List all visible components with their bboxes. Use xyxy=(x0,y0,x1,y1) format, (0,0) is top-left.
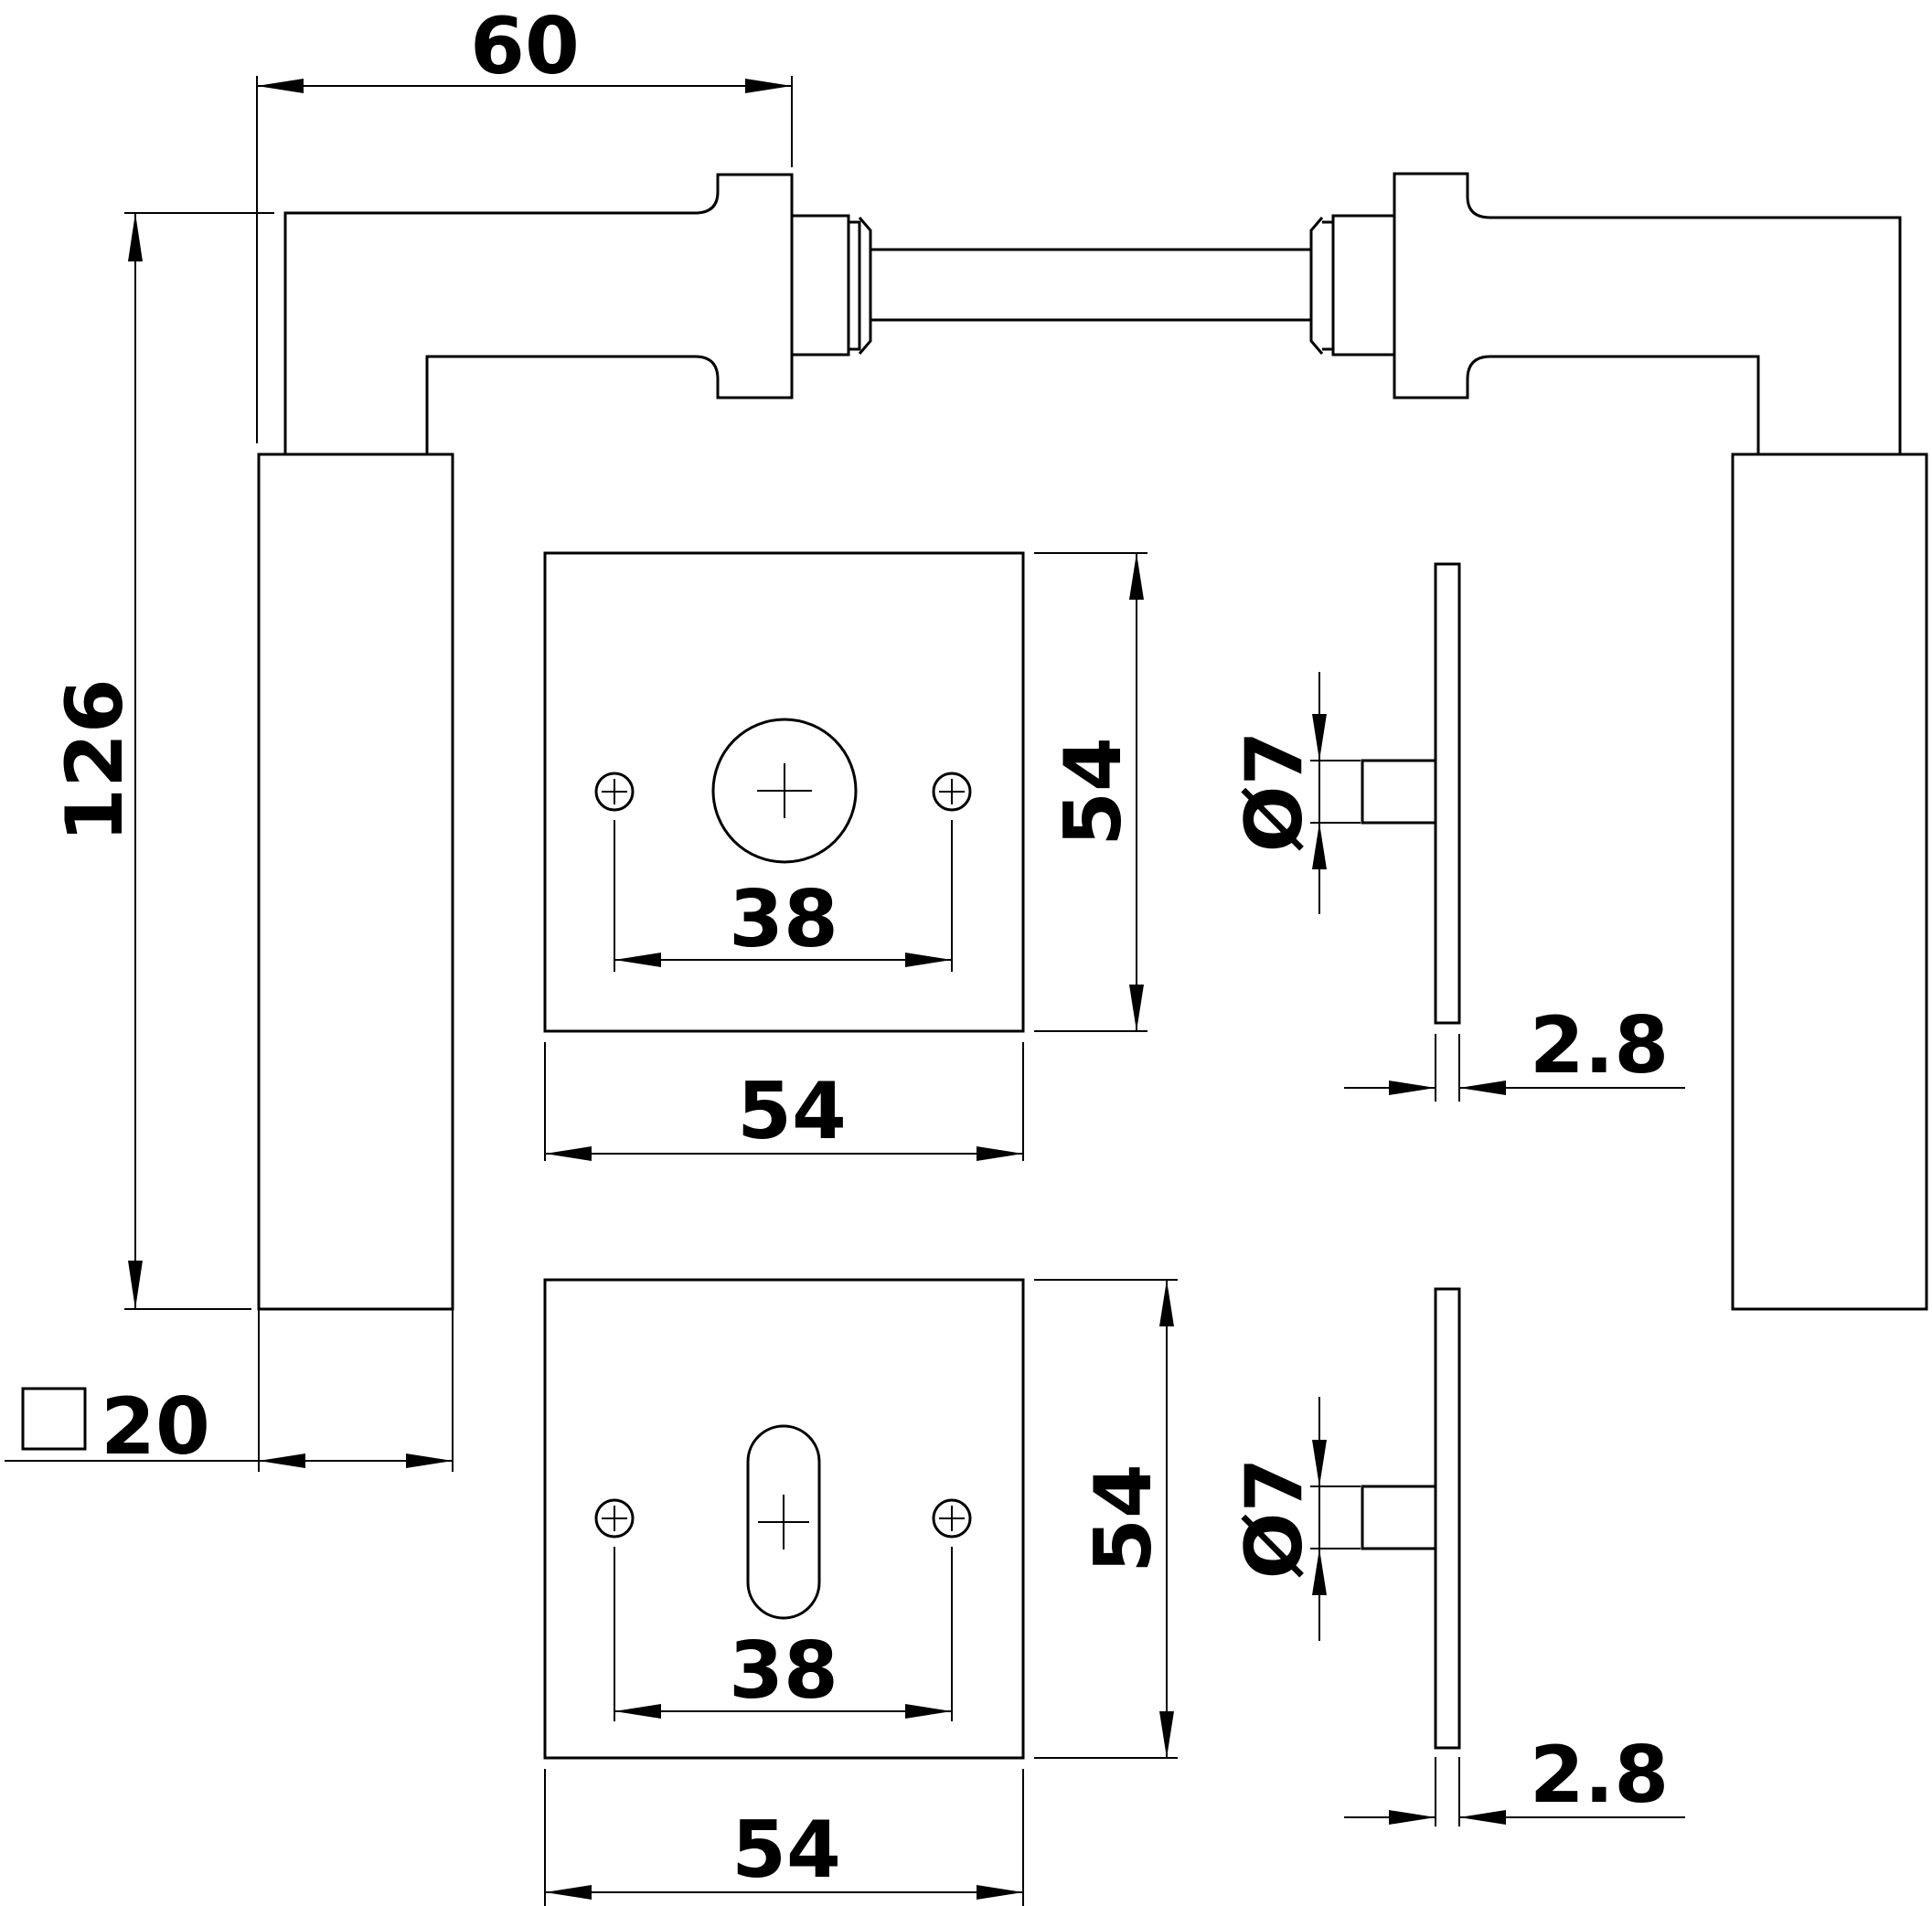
right-collar-ring xyxy=(1309,217,1335,355)
lever-handle-assembly xyxy=(257,172,1928,1311)
right-lever-arm xyxy=(1393,172,1902,454)
dimension-54-top-width-label: 54 xyxy=(737,1066,847,1157)
dimension-60-label: 60 xyxy=(470,1,580,92)
dimension-38-bottom: 38 xyxy=(614,1547,953,1721)
dimension-38-top-label: 38 xyxy=(729,874,838,965)
dimension-54-top-height: 54 xyxy=(1034,552,1147,1032)
rose-top-plate xyxy=(543,551,1025,1033)
rose-bottom-side-plate xyxy=(1434,1287,1461,1750)
screw-hole-right xyxy=(932,1498,972,1539)
rose-bottom-spindle-boss xyxy=(1361,1485,1437,1550)
dimension-126-label: 126 xyxy=(49,678,141,843)
rose-top-spindle-boss xyxy=(1361,759,1437,825)
dimension-38-bottom-label: 38 xyxy=(729,1625,838,1717)
rose-top-front-view xyxy=(543,551,1025,1033)
dimension-2-8-bottom-label: 2.8 xyxy=(1530,1730,1669,1821)
dimension-54-bottom-height-label: 54 xyxy=(1078,1464,1169,1573)
left-collar-ring xyxy=(849,217,872,355)
left-rose-collar xyxy=(790,214,850,357)
rose-top-side-view xyxy=(1361,562,1461,1025)
dimension-dia7-top: Ø7 xyxy=(1229,672,1361,914)
round-cylinder-hole xyxy=(711,718,858,864)
dimension-dia7-bottom: Ø7 xyxy=(1229,1397,1361,1641)
rose-bottom-front-view xyxy=(543,1278,1025,1760)
dimension-20: 20 xyxy=(5,1309,454,1473)
square-section-icon xyxy=(21,1387,87,1451)
left-lever-arm xyxy=(283,173,794,454)
dimension-2-8-top-label: 2.8 xyxy=(1530,1000,1669,1091)
oval-key-hole xyxy=(746,1424,821,1620)
dimension-54-top-width: 54 xyxy=(544,1042,1024,1161)
dimension-60: 60 xyxy=(256,1,793,443)
dimension-dia7-bottom-label: Ø7 xyxy=(1229,1458,1320,1580)
screw-hole-left xyxy=(594,1498,635,1539)
screw-hole-right xyxy=(932,772,972,812)
dimension-54-bottom-width-label: 54 xyxy=(731,1805,841,1896)
rose-bottom-plate xyxy=(543,1278,1025,1760)
dimension-20-label: 20 xyxy=(101,1381,210,1473)
dimension-38-top: 38 xyxy=(614,820,953,972)
dimension-2-8-top: 2.8 xyxy=(1344,1000,1685,1102)
dimension-54-bottom-width: 54 xyxy=(544,1769,1024,1906)
right-rose-collar xyxy=(1331,214,1396,357)
dimension-126: 126 xyxy=(49,212,274,1310)
dimension-54-bottom-height: 54 xyxy=(1034,1279,1178,1759)
dimension-dia7-top-label: Ø7 xyxy=(1229,731,1320,853)
rose-bottom-side-view xyxy=(1361,1287,1461,1750)
right-lever-grip xyxy=(1731,453,1928,1311)
dimension-54-top-height-label: 54 xyxy=(1048,737,1139,847)
dimension-2-8-bottom: 2.8 xyxy=(1344,1730,1685,1826)
screw-hole-left xyxy=(594,772,635,812)
rose-top-side-plate xyxy=(1434,562,1461,1025)
left-lever-grip xyxy=(257,453,454,1311)
